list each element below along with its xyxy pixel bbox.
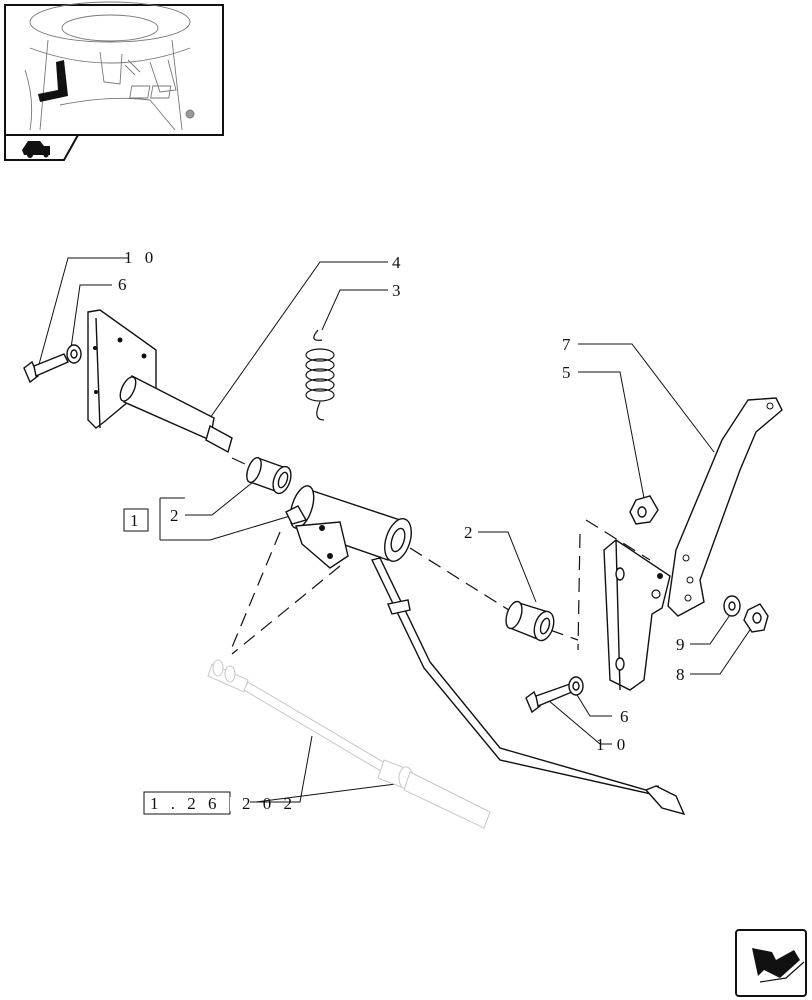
callout-10-bottom: 1 0 bbox=[596, 735, 629, 754]
bushing-right[interactable] bbox=[503, 600, 557, 644]
next-page-button[interactable] bbox=[735, 929, 807, 997]
callout-6-top: 6 bbox=[118, 275, 131, 294]
washer-bottom[interactable] bbox=[568, 676, 584, 696]
callout-labels: 1 0 6 4 3 7 5 2 2 9 8 6 1 0 bbox=[118, 248, 689, 754]
location-thumbnail[interactable] bbox=[4, 1, 224, 161]
nut-right[interactable] bbox=[743, 603, 769, 633]
reference-figure: 2 0 2 bbox=[242, 794, 296, 813]
section-badge bbox=[4, 134, 80, 161]
callout-1-box[interactable]: 1 bbox=[123, 508, 149, 532]
callout-5: 5 bbox=[562, 363, 575, 382]
pedal-arm-bracket[interactable] bbox=[667, 397, 783, 617]
callout-4: 4 bbox=[392, 253, 405, 272]
bolt-bottom[interactable] bbox=[525, 683, 573, 714]
clutch-pedal[interactable] bbox=[285, 483, 686, 816]
washer-top[interactable] bbox=[66, 344, 82, 364]
cross-reference-link[interactable]: 1 . 2 6 2 0 2 bbox=[143, 791, 296, 815]
callout-7: 7 bbox=[562, 335, 575, 354]
callout-1: 1 bbox=[130, 511, 143, 530]
right-support-bracket[interactable] bbox=[603, 539, 671, 691]
bolt-top[interactable] bbox=[23, 353, 69, 384]
nut-upper[interactable] bbox=[629, 495, 659, 525]
callout-9: 9 bbox=[676, 635, 689, 654]
return-spring[interactable] bbox=[305, 329, 335, 421]
callout-2-right: 2 bbox=[464, 523, 477, 542]
thumbnail-pedal-highlight bbox=[38, 60, 68, 102]
pivot-bracket-shaft[interactable] bbox=[87, 309, 233, 454]
assembly-lines bbox=[229, 457, 651, 655]
thumbnail-sketch bbox=[24, 1, 195, 131]
bushing-left[interactable] bbox=[244, 456, 294, 496]
tractor-section-icon bbox=[22, 141, 50, 155]
callout-8: 8 bbox=[676, 665, 689, 684]
washer-right[interactable] bbox=[723, 595, 741, 617]
callout-3: 3 bbox=[392, 281, 405, 300]
next-page-arrow-icon bbox=[752, 948, 800, 978]
reference-section: 1 . 2 6 bbox=[150, 794, 221, 813]
leader-lines bbox=[37, 257, 759, 803]
callout-2-left: 2 bbox=[170, 506, 183, 525]
callout-6-bottom: 6 bbox=[620, 707, 633, 726]
callout-10-top: 1 0 bbox=[124, 248, 157, 267]
ghost-clutch-rod bbox=[207, 659, 491, 829]
